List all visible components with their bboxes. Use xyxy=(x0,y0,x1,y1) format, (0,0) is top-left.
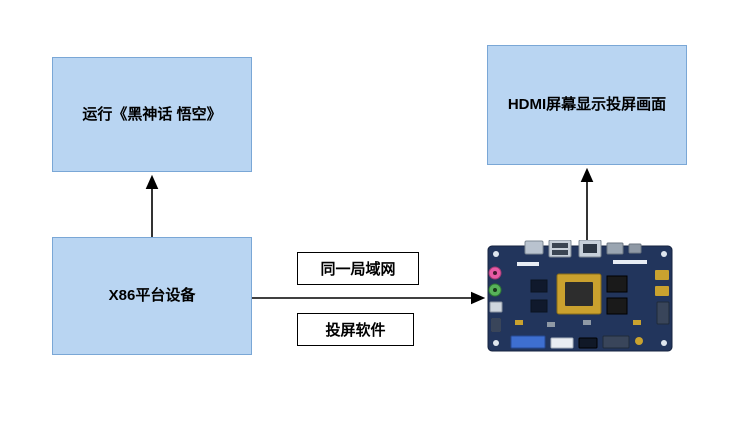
edge-label-cast-software-text: 投屏软件 xyxy=(325,322,386,339)
hdmi-port-icon xyxy=(606,242,624,255)
gpio-header-icon xyxy=(655,270,669,280)
node-run-game: 运行《黑神话 悟空》 xyxy=(52,57,252,172)
node-x86-device-label: X86平台设备 xyxy=(108,287,196,305)
ethernet-slot-icon xyxy=(583,244,597,253)
right-connector-icon xyxy=(656,301,670,325)
small-chip-icon xyxy=(530,299,548,313)
edge-label-same-lan-text: 同一局域网 xyxy=(320,261,396,278)
vga-port-icon xyxy=(524,240,544,255)
usb-slot-icon xyxy=(552,243,568,248)
node-hdmi-display-label: HDMI屏幕显示投屏画面 xyxy=(507,96,667,114)
edge-label-cast-software: 投屏软件 xyxy=(297,313,414,346)
gpio-header-icon xyxy=(655,286,669,296)
capacitor-icon xyxy=(547,322,555,327)
mounting-hole-icon xyxy=(493,251,499,257)
edge-label-same-lan: 同一局域网 xyxy=(297,252,419,285)
audio-jack-hole-icon xyxy=(493,271,497,275)
flash-chip-icon xyxy=(606,297,628,315)
soc-die-icon xyxy=(565,282,593,306)
pin-header-blue-icon xyxy=(510,335,546,349)
ram-chip-icon xyxy=(606,275,628,293)
silkscreen-label-icon xyxy=(613,260,647,264)
mounting-hole-icon xyxy=(661,340,667,346)
circuit-board-image xyxy=(487,240,673,352)
silkscreen-label-icon xyxy=(517,262,539,266)
node-x86-device: X86平台设备 xyxy=(52,237,252,355)
usb-slot-icon xyxy=(552,250,568,255)
audio-jack-hole-icon xyxy=(493,288,497,292)
left-connector-icon xyxy=(491,318,501,332)
sd-slot-icon xyxy=(550,337,574,349)
bottom-connector-icon xyxy=(578,337,598,349)
coin-battery-icon xyxy=(635,337,643,345)
usb-otg-port-icon xyxy=(489,301,503,313)
mounting-hole-icon xyxy=(661,251,667,257)
capacitor-icon xyxy=(583,320,591,325)
capacitor-icon xyxy=(633,320,641,325)
bottom-connector-icon xyxy=(602,335,630,349)
small-chip-icon xyxy=(530,279,548,293)
mounting-hole-icon xyxy=(493,340,499,346)
capacitor-icon xyxy=(515,320,523,325)
power-jack-icon xyxy=(628,243,642,254)
node-hdmi-display: HDMI屏幕显示投屏画面 xyxy=(487,45,687,165)
node-run-game-label: 运行《黑神话 悟空》 xyxy=(82,105,222,123)
